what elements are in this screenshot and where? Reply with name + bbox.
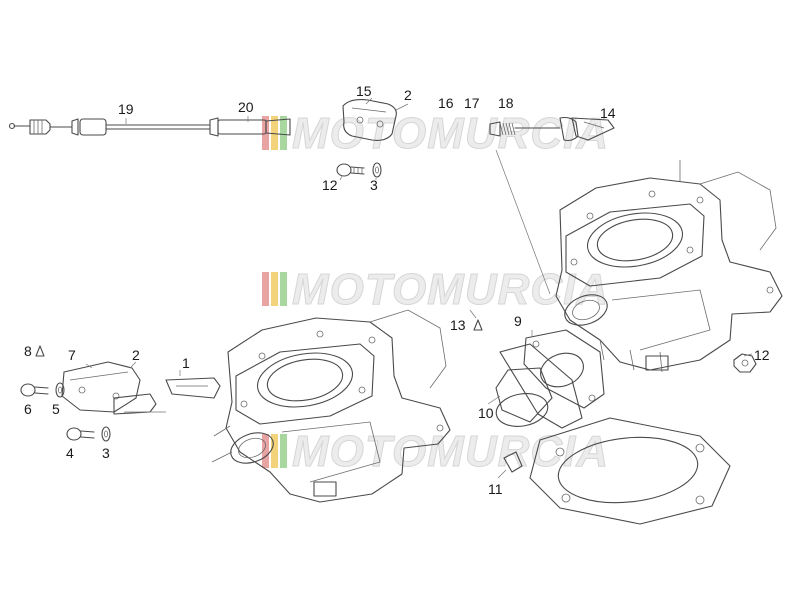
washer-left: [55, 382, 65, 398]
watermark-top: MOTOMURCIA: [262, 109, 609, 159]
washer-top: [372, 162, 382, 178]
callout-labels: 19 20 15 2 16 17 18 14 12 3 13 9 12 8 7 …: [24, 83, 770, 497]
callout-19: 19: [118, 101, 134, 117]
callout-2-top: 2: [404, 87, 412, 103]
pin-left: [35, 345, 45, 357]
watermark-text: MOTOMURCIA: [292, 265, 609, 314]
upper-cover-plate: [342, 99, 397, 141]
callout-17: 17: [464, 95, 480, 111]
watermark-text: MOTOMURCIA: [292, 109, 609, 158]
callout-11: 11: [488, 481, 503, 497]
rear-cylinder: [555, 160, 783, 373]
callout-12-right: 12: [754, 347, 770, 363]
callout-5: 5: [52, 401, 60, 417]
leader-lines: [85, 97, 753, 479]
valve-control-cable: [8, 117, 291, 137]
screw-left: [20, 383, 49, 397]
intake-manifold: [495, 343, 583, 429]
callout-7: 7: [68, 347, 76, 363]
front-cylinder: [211, 309, 451, 503]
callout-10: 10: [478, 405, 494, 421]
screw-top: [336, 163, 365, 177]
callout-18: 18: [498, 95, 514, 111]
callout-4: 4: [66, 445, 74, 461]
valve-blade-left: [165, 377, 221, 399]
callout-2-left: 2: [132, 347, 140, 363]
callout-16: 16: [438, 95, 454, 111]
watermark-text: MOTOMURCIA: [292, 427, 609, 476]
callout-8: 8: [24, 343, 32, 359]
valve-cover-gasket: [113, 393, 157, 415]
callout-14: 14: [600, 105, 616, 121]
callout-13: 13: [450, 317, 466, 333]
watermark-stripe-green: [280, 434, 287, 468]
intake-gasket: [523, 329, 605, 409]
exhaust-valve-blade: [571, 117, 615, 141]
callout-3-top: 3: [370, 177, 378, 193]
callout-9: 9: [514, 313, 522, 329]
callout-3-left: 3: [102, 445, 110, 461]
watermark-stripe-red: [262, 272, 269, 306]
hex-nut-right: [733, 353, 757, 373]
watermark-middle: MOTOMURCIA: [262, 265, 609, 315]
watermark-stripe-green: [280, 272, 287, 306]
callout-6: 6: [24, 401, 32, 417]
callout-15: 15: [356, 83, 372, 99]
callout-1: 1: [182, 355, 190, 371]
watermark-stripe-red: [262, 434, 269, 468]
watermark-stripe-green: [280, 116, 287, 150]
watermark-stripe-yellow: [271, 116, 278, 150]
callout-20: 20: [238, 99, 254, 115]
watermark-stripe-yellow: [271, 434, 278, 468]
valve-cover-left: [61, 361, 141, 413]
valve-spring-rod: [489, 116, 579, 142]
base-gasket: [529, 417, 731, 525]
manifold-clip: [503, 451, 523, 473]
pin-center: [473, 319, 483, 331]
watermark-stripe-yellow: [271, 272, 278, 306]
screw-lower-left: [66, 427, 95, 441]
callout-12-top: 12: [322, 177, 338, 193]
washer-lower-left: [101, 426, 111, 442]
